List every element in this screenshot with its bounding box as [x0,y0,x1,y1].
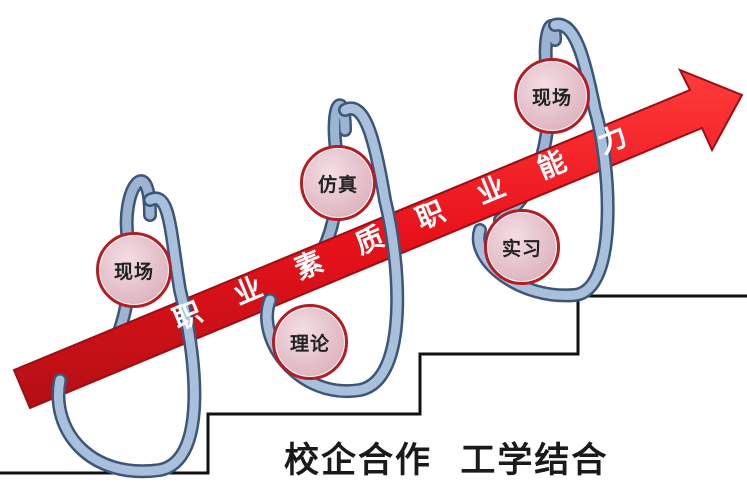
badge-label: 现场 [113,260,154,283]
badge-fangzhen: 仿真 [300,145,376,221]
slogan-text: 校企合作 工学结合 [284,440,609,481]
badge-shixi: 实习 [484,209,560,285]
badge-label: 实习 [501,237,542,260]
badge-lilun: 理论 [272,304,348,380]
growth-arrow [12,68,744,410]
arrow-label: 职 业 素 质 职 业 能 力 [168,114,645,337]
badge-label: 仿真 [317,173,358,196]
staircase-line [0,294,747,475]
badge-label: 理论 [289,332,330,355]
badge-label: 现场 [531,86,572,109]
badge-xianchang-1: 现场 [96,232,172,308]
badge-xianchang-2: 现场 [514,58,590,134]
